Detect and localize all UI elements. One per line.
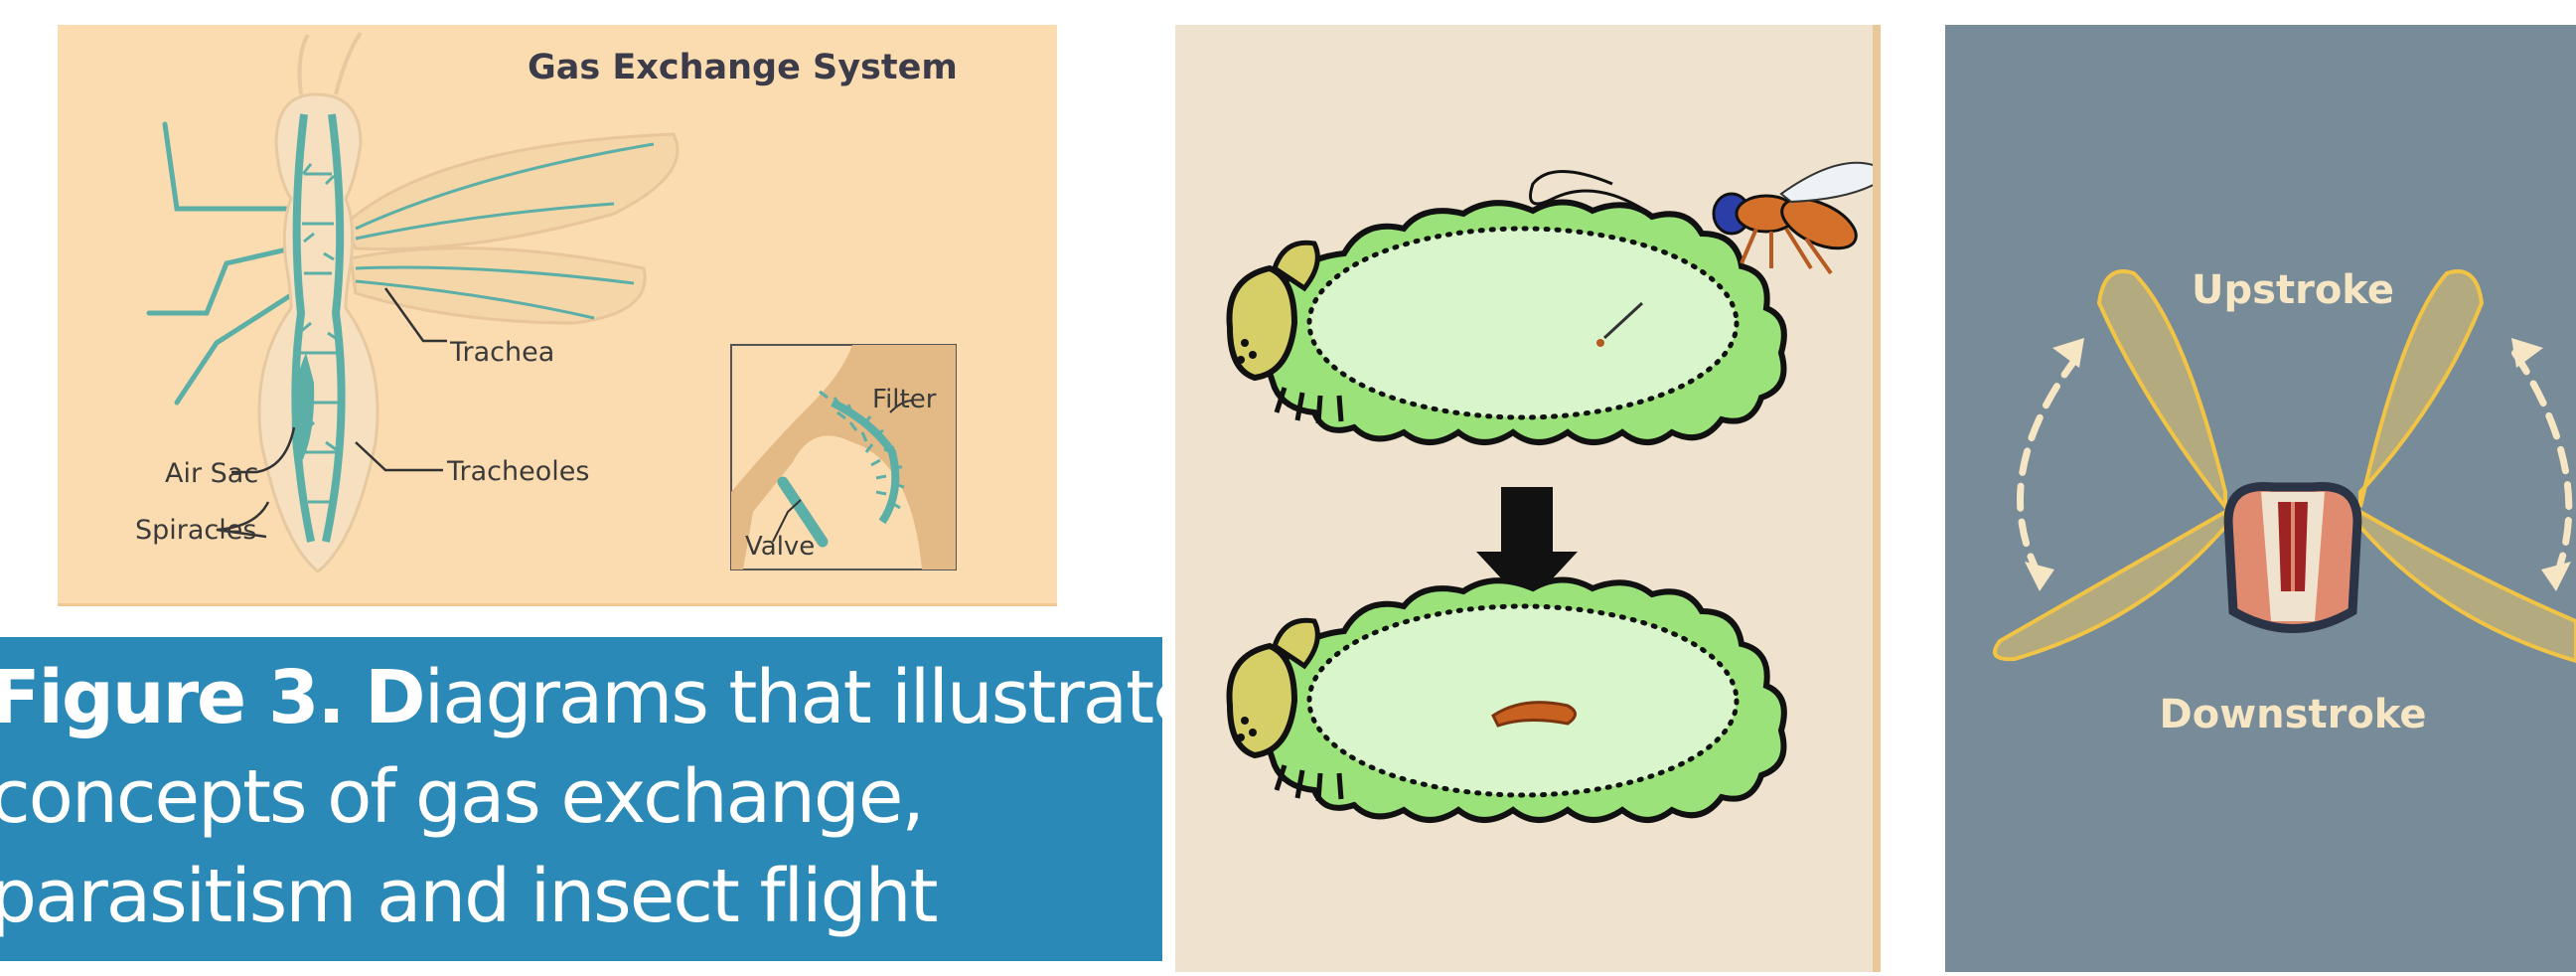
- caterpillar-top: [1230, 203, 1784, 443]
- caption-line-1: Figure 3. Diagrams that illustrate: [0, 655, 1162, 740]
- gas-exchange-diagram: Trachea Air Sac Tracheoles Spiracles Gas…: [58, 25, 1057, 603]
- figure-label: Figure 3.: [0, 655, 344, 740]
- label-valve: Valve: [745, 532, 815, 562]
- gas-exchange-title: Gas Exchange System: [528, 48, 958, 87]
- insect-flight-diagram: Upstroke Downstroke: [1945, 25, 2576, 972]
- caption-line-2: concepts of gas exchange,: [0, 754, 923, 840]
- parasitism-diagram: [1175, 25, 1873, 972]
- figure-caption: Figure 3. Diagrams that illustrate conce…: [0, 637, 1162, 961]
- label-tracheoles: Tracheoles: [446, 456, 589, 487]
- caption-bold-letter: D: [365, 655, 423, 740]
- insect-body: [259, 94, 378, 571]
- caterpillar-bottom: [1230, 580, 1784, 821]
- insect-flight-panel: Upstroke Downstroke: [1945, 25, 2576, 972]
- label-spiracles: Spiracles: [135, 515, 256, 546]
- caption-line-3: parasitism and insect flight: [0, 854, 937, 939]
- downstroke-label: Downstroke: [2160, 692, 2427, 737]
- spiracle-inset: Filter Valve: [731, 345, 956, 569]
- wing-right-down: [2360, 512, 2576, 661]
- gas-exchange-panel: Trachea Air Sac Tracheoles Spiracles Gas…: [58, 25, 1057, 606]
- caption-line-1-rest: iagrams that illustrate: [424, 655, 1162, 740]
- wing-left-down: [1995, 512, 2225, 659]
- label-filter: Filter: [872, 385, 937, 414]
- label-air-sac: Air Sac: [165, 458, 258, 489]
- upstroke-label: Upstroke: [2192, 267, 2394, 313]
- parasitism-panel: [1175, 25, 1881, 972]
- label-trachea: Trachea: [449, 337, 554, 368]
